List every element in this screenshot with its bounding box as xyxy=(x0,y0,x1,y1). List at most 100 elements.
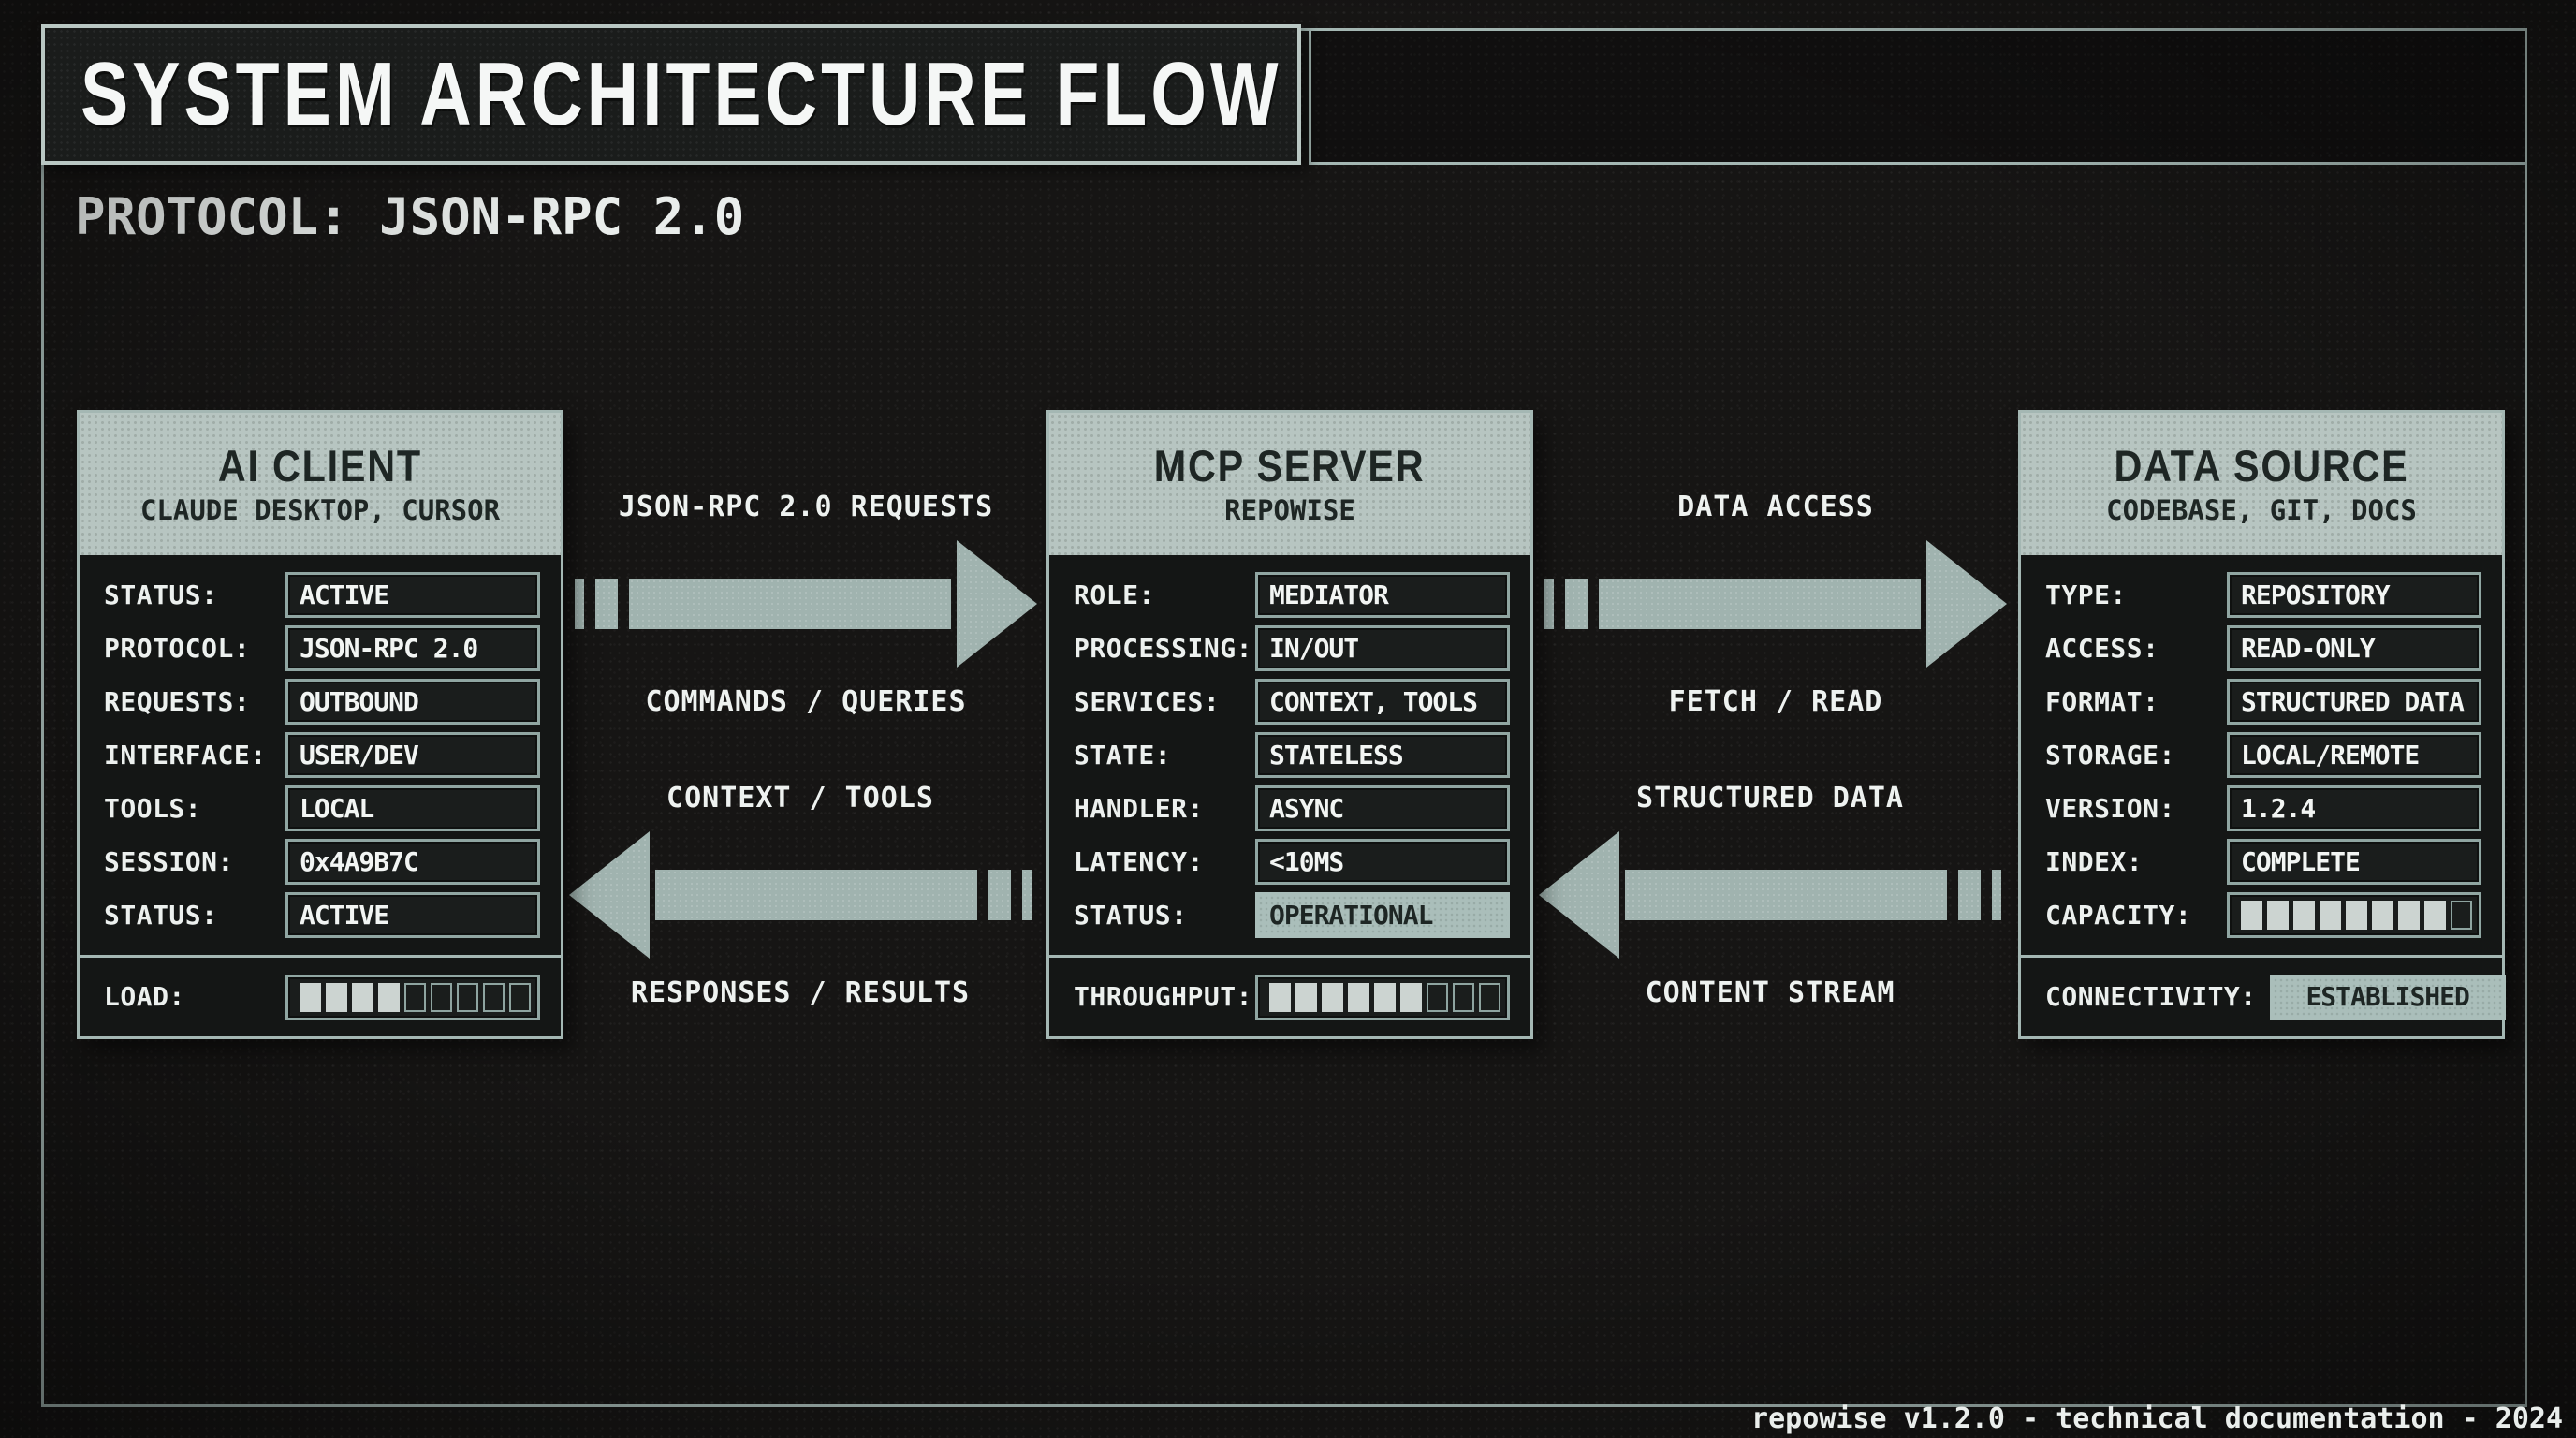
status-badge: OPERATIONAL xyxy=(1255,892,1510,938)
node-title: AI CLIENT xyxy=(217,441,423,491)
field-value-text: COMPLETE xyxy=(2241,845,2361,877)
arrow-responses: CONTEXT / TOOLS RESPONSES / RESULTS xyxy=(569,785,1032,1007)
field-row: SESSION: 0x4A9B7C xyxy=(104,839,540,885)
meter-cell-filled xyxy=(2372,901,2393,930)
field-row: HANDLER: ASYNC xyxy=(1074,785,1510,831)
field-value: 1.2.4 xyxy=(2227,785,2481,831)
field-value: ACTIVE xyxy=(285,572,540,618)
meter-cell-empty xyxy=(431,982,452,1012)
field-label: STATUS: xyxy=(1074,899,1188,931)
meter-cell-filled xyxy=(1269,982,1291,1012)
node-subtitle: CLAUDE DESKTOP, CURSOR xyxy=(139,494,501,526)
node-fields: ROLE: MEDIATOR PROCESSING: IN/OUT SERVIC… xyxy=(1049,555,1530,955)
field-label: HANDLER: xyxy=(1074,792,1204,824)
arrow-tail-bar xyxy=(988,870,1011,920)
field-row: LATENCY: <10MS xyxy=(1074,839,1510,885)
field-value: LOCAL/REMOTE xyxy=(2227,732,2481,778)
field-value: CONTEXT, TOOLS xyxy=(1255,679,1510,725)
field-row: STORAGE: LOCAL/REMOTE xyxy=(2045,732,2481,778)
field-value: ASYNC xyxy=(1255,785,1510,831)
load-meter xyxy=(285,974,540,1020)
meter-cell-empty xyxy=(2451,901,2472,930)
field-value: REPOSITORY xyxy=(2227,572,2481,618)
meter-cell-filled xyxy=(1374,982,1396,1012)
arrow-label-top: DATA ACCESS xyxy=(1677,491,1874,523)
field-value-text: READ-ONLY xyxy=(2241,632,2376,664)
meter-cell-filled xyxy=(2424,901,2446,930)
field-label: STATE: xyxy=(1074,739,1172,770)
meter-cell-empty xyxy=(457,982,478,1012)
arrow-content-stream: STRUCTURED DATA CONTENT STREAM xyxy=(1539,785,2001,1007)
field-value-text: USER/DEV xyxy=(300,739,419,770)
meter-cell-empty xyxy=(404,982,426,1012)
meter xyxy=(300,982,537,1012)
meter-cell-filled xyxy=(1322,982,1343,1012)
meter-cell-filled xyxy=(2241,901,2262,930)
field-value-text: MEDIATOR xyxy=(1269,579,1389,610)
arrow-shaft xyxy=(1599,579,1921,629)
arrow-head-right-icon xyxy=(957,540,1037,668)
field-value-text: LOCAL xyxy=(300,792,374,824)
field-row: PROCESSING: IN/OUT xyxy=(1074,625,1510,671)
capacity-meter xyxy=(2227,892,2481,938)
arrow-label-bottom: COMMANDS / QUERIES xyxy=(645,685,967,718)
node-footer: LOAD: xyxy=(80,955,561,1036)
field-value: STATELESS xyxy=(1255,732,1510,778)
meter xyxy=(1269,982,1507,1012)
node-data-source-header: DATA SOURCE CODEBASE, GIT, DOCS xyxy=(2021,413,2502,555)
field-value: JSON-RPC 2.0 xyxy=(285,625,540,671)
field-label: SESSION: xyxy=(104,845,234,877)
field-label: TOOLS: xyxy=(104,792,202,824)
field-value-text: 0x4A9B7C xyxy=(300,845,419,877)
field-label: VERSION: xyxy=(2045,792,2175,824)
field-value-text: ACTIVE xyxy=(300,579,389,610)
meter xyxy=(2241,901,2479,930)
arrow-label-top: JSON-RPC 2.0 REQUESTS xyxy=(618,491,994,523)
field-value: COMPLETE xyxy=(2227,839,2481,885)
field-value: ACTIVE xyxy=(285,892,540,938)
field-row: STATUS: OPERATIONAL xyxy=(1074,892,1510,938)
node-title: MCP SERVER xyxy=(1154,441,1426,491)
field-row: STATUS: ACTIVE xyxy=(104,572,540,618)
field-label: INTERFACE: xyxy=(104,739,267,770)
arrow-tail-bar xyxy=(1958,870,1981,920)
field-label: LATENCY: xyxy=(1074,845,1204,877)
field-label: STATUS: xyxy=(104,579,218,610)
field-value-text: STRUCTURED DATA xyxy=(2241,685,2465,717)
header-blank-panel xyxy=(1309,28,2527,165)
field-label: STORAGE: xyxy=(2045,739,2175,770)
arrow-tail-bar xyxy=(595,579,618,629)
field-row: SERVICES: CONTEXT, TOOLS xyxy=(1074,679,1510,725)
meter-cell-empty xyxy=(1427,982,1448,1012)
node-subtitle: REPOWISE xyxy=(1224,494,1355,526)
field-label: LOAD: xyxy=(104,981,185,1012)
node-mcp-server-header: MCP SERVER REPOWISE xyxy=(1049,413,1530,555)
field-row: STATUS: ACTIVE xyxy=(104,892,540,938)
arrow-requests: JSON-RPC 2.0 REQUESTS COMMANDS / QUERIES xyxy=(575,493,1037,716)
field-label: FORMAT: xyxy=(2045,685,2159,717)
arrow-label-top: STRUCTURED DATA xyxy=(1636,782,1904,814)
meter-cell-filled xyxy=(2267,901,2289,930)
field-value-text: STATELESS xyxy=(1269,739,1404,770)
field-value-text: CONTEXT, TOOLS xyxy=(1269,685,1478,717)
arrow-label-bottom: CONTENT STREAM xyxy=(1645,976,1895,1009)
field-row: FORMAT: STRUCTURED DATA xyxy=(2045,679,2481,725)
field-label: THROUGHPUT: xyxy=(1074,981,1252,1012)
page-title: SYSTEM ARCHITECTURE FLOW xyxy=(80,44,1282,144)
node-footer: THROUGHPUT: xyxy=(1049,955,1530,1036)
meter-cell-empty xyxy=(509,982,531,1012)
arrow-shaft xyxy=(655,870,977,920)
protocol-subtitle: PROTOCOL: JSON-RPC 2.0 xyxy=(75,187,745,246)
meter-cell-filled xyxy=(2293,901,2315,930)
field-value-text: OPERATIONAL xyxy=(1269,899,1433,931)
arrow-label-top: CONTEXT / TOOLS xyxy=(666,782,934,814)
node-data-source: DATA SOURCE CODEBASE, GIT, DOCS TYPE: RE… xyxy=(2018,410,2506,1039)
node-fields: STATUS: ACTIVE PROTOCOL: JSON-RPC 2.0 RE… xyxy=(80,555,561,955)
meter-cell-filled xyxy=(326,982,347,1012)
field-value: OUTBOUND xyxy=(285,679,540,725)
field-value-text: LOCAL/REMOTE xyxy=(2241,739,2420,770)
field-value-text: OUTBOUND xyxy=(300,685,419,717)
field-label: ACCESS: xyxy=(2045,632,2159,664)
arrow-data-access: DATA ACCESS FETCH / READ xyxy=(1544,493,2007,716)
